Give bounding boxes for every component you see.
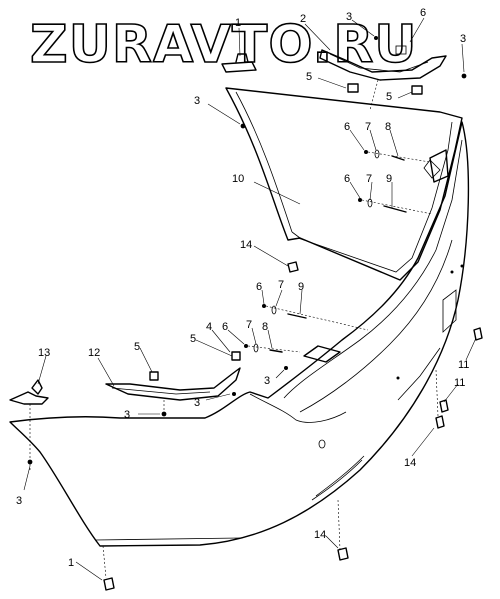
callout-14-bottom: 14 bbox=[314, 529, 326, 541]
callout-8-upper: 8 bbox=[385, 121, 391, 133]
left-corner-bracket bbox=[9, 379, 49, 405]
assembly-lines bbox=[29, 79, 439, 579]
callout-3-center: 3 bbox=[264, 375, 270, 387]
callout-7-lower: 7 bbox=[278, 279, 284, 291]
callout-1-bottom: 1 bbox=[68, 557, 74, 569]
callout-9-mid: 9 bbox=[386, 173, 392, 185]
callout-3-bracket: 3 bbox=[124, 409, 130, 421]
callout-12: 12 bbox=[88, 347, 100, 359]
callout-3-top: 3 bbox=[346, 11, 352, 23]
callout-6-lower: 6 bbox=[256, 281, 262, 293]
callout-14-upper: 14 bbox=[240, 239, 252, 251]
callout-3-beam: 3 bbox=[194, 95, 200, 107]
callout-2: 2 bbox=[300, 13, 306, 25]
callout-6-bottom: 6 bbox=[222, 321, 228, 333]
callout-14-right: 14 bbox=[404, 457, 416, 469]
callout-6-upper: 6 bbox=[344, 121, 350, 133]
center-spacer-block bbox=[303, 345, 341, 363]
callout-10: 10 bbox=[232, 173, 244, 185]
callout-labels: 1 2 3 6 3 5 5 3 10 14 6 7 8 6 7 9 6 7 9 … bbox=[16, 7, 469, 569]
callout-3-right: 3 bbox=[460, 33, 466, 45]
right-spacer-block bbox=[429, 149, 449, 183]
callout-6-top: 6 bbox=[420, 7, 426, 19]
fasteners bbox=[27, 36, 483, 591]
callout-3-left: 3 bbox=[16, 495, 22, 507]
callout-13: 13 bbox=[38, 347, 50, 359]
callout-5-lower-left: 5 bbox=[134, 341, 140, 353]
top-left-clip bbox=[221, 53, 257, 73]
callout-7-upper: 7 bbox=[365, 121, 371, 133]
callout-5-upper-right: 5 bbox=[386, 91, 392, 103]
callout-6-mid: 6 bbox=[344, 173, 350, 185]
callout-7-bottom: 7 bbox=[246, 319, 252, 331]
callout-9-lower: 9 bbox=[298, 281, 304, 293]
callout-11-upper: 11 bbox=[458, 359, 469, 371]
callout-11-lower: 11 bbox=[454, 377, 465, 389]
upper-mounting-rail bbox=[319, 45, 447, 81]
callout-1-top: 1 bbox=[235, 17, 241, 29]
callout-5-upper-left: 5 bbox=[306, 71, 312, 83]
callout-8-bottom: 8 bbox=[262, 321, 268, 333]
bumper-cover bbox=[9, 121, 470, 547]
leader-lines bbox=[23, 17, 477, 581]
callout-4: 4 bbox=[206, 321, 212, 333]
callout-5-lower-right: 5 bbox=[190, 333, 196, 345]
left-side-bracket bbox=[105, 367, 241, 401]
callout-7-mid: 7 bbox=[366, 173, 372, 185]
callout-3-bracket-right: 3 bbox=[194, 397, 200, 409]
